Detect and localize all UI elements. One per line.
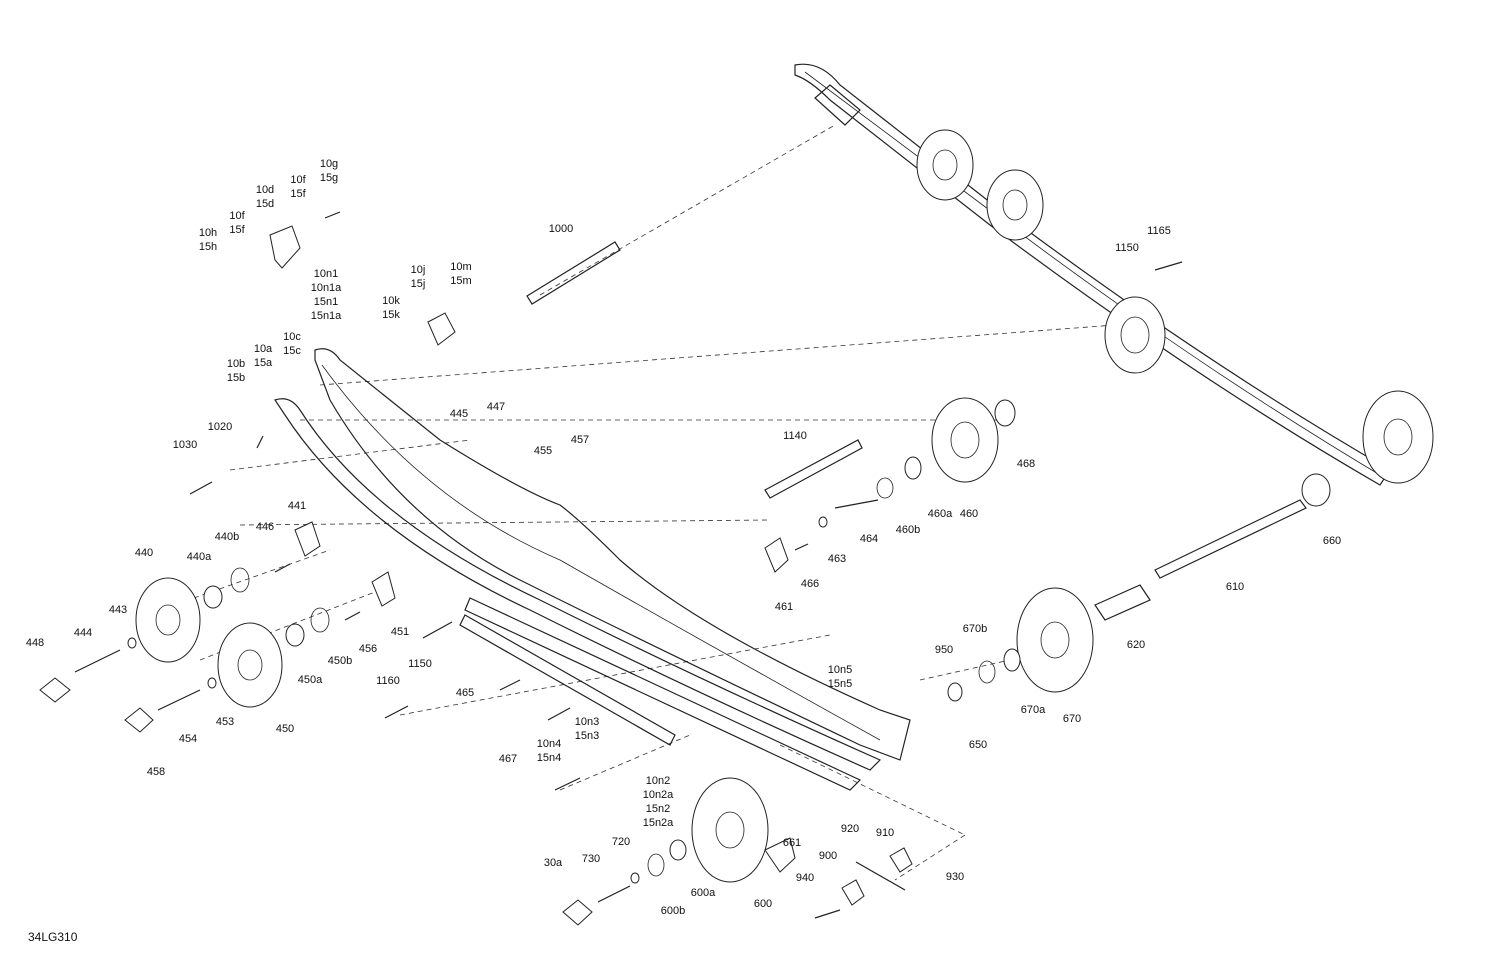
- callout-10m: 10m 15m: [450, 261, 472, 287]
- callout-10n4: 10n4 15n4: [536, 738, 562, 764]
- callout-465: 465: [455, 687, 475, 699]
- callout-450: 450: [275, 723, 295, 735]
- callout-447: 447: [486, 401, 506, 413]
- callout-930: 930: [945, 871, 965, 883]
- callout-670: 670: [1062, 713, 1082, 725]
- callout-441: 441: [287, 500, 307, 512]
- callout-467: 467: [498, 753, 518, 765]
- callout-10j: 10j 15j: [410, 264, 426, 290]
- callout-1030: 1030: [172, 439, 198, 451]
- callout-670b: 670b: [962, 623, 988, 635]
- callout-10n3: 10n3 15n3: [574, 716, 600, 742]
- callout-670a: 670a: [1020, 704, 1046, 716]
- callout-10b: 10b 15b: [226, 358, 246, 384]
- callout-660: 660: [1322, 535, 1342, 547]
- callout-1160: 1160: [376, 675, 400, 687]
- callout-450a: 450a: [297, 674, 323, 686]
- callout-455: 455: [533, 445, 553, 457]
- callout-30a: 30a: [543, 857, 563, 869]
- callout-451: 451: [390, 626, 410, 638]
- callout-650: 650: [968, 739, 988, 751]
- callout-610: 610: [1225, 581, 1245, 593]
- callout-440: 440: [134, 547, 154, 559]
- callout-10n2: 10n2 10n2a 15n2 15n2a: [642, 775, 674, 829]
- callout-440a: 440a: [186, 551, 212, 563]
- callout-1150-upper: 1150: [1115, 242, 1139, 254]
- callout-730: 730: [581, 853, 601, 865]
- callout-461: 461: [774, 601, 794, 613]
- far-wheels: [916, 129, 1434, 484]
- callout-468: 468: [1016, 458, 1036, 470]
- callout-456: 456: [358, 643, 378, 655]
- callout-920: 920: [840, 823, 860, 835]
- callout-620: 620: [1126, 639, 1146, 651]
- callout-10g: 10g 15g: [319, 158, 339, 184]
- callout-458: 458: [146, 766, 166, 778]
- callout-910: 910: [875, 827, 895, 839]
- callout-1140: 1140: [783, 430, 807, 442]
- callout-1165: 1165: [1147, 225, 1171, 237]
- shafts: [526, 241, 1307, 621]
- callout-1020: 1020: [207, 421, 233, 433]
- callout-661: 661: [782, 837, 802, 849]
- callout-720: 720: [611, 836, 631, 848]
- callout-600a: 600a: [690, 887, 716, 899]
- callout-900: 900: [818, 850, 838, 862]
- callout-466: 466: [800, 578, 820, 590]
- callout-457: 457: [570, 434, 590, 446]
- callout-950: 950: [934, 644, 954, 656]
- callout-443: 443: [108, 604, 128, 616]
- callout-10f-upper: 10f 15f: [290, 174, 306, 200]
- callout-600b: 600b: [660, 905, 686, 917]
- callout-450b: 450b: [327, 655, 353, 667]
- bolts: [74, 211, 1183, 919]
- callout-600: 600: [753, 898, 773, 910]
- small-parts: [39, 225, 1331, 926]
- callout-444: 444: [73, 627, 93, 639]
- reference-code: 34LG310: [28, 930, 78, 944]
- callout-463: 463: [827, 553, 847, 565]
- callout-10d: 10d 15d: [255, 184, 275, 210]
- callout-940: 940: [795, 872, 815, 884]
- callout-460b: 460b: [895, 524, 921, 536]
- near-wheels: [135, 397, 1094, 883]
- callout-10n5: 10n5 15n5: [827, 664, 853, 690]
- far-rail: [794, 63, 1391, 486]
- callout-446: 446: [255, 521, 275, 533]
- callout-440b: 440b: [214, 531, 240, 543]
- callout-10f: 10f 15f: [229, 210, 245, 236]
- callout-464: 464: [859, 533, 879, 545]
- callout-448: 448: [25, 637, 45, 649]
- callout-445: 445: [449, 408, 469, 420]
- callout-10a: 10a 15a: [253, 343, 273, 369]
- callout-1150: 1150: [408, 658, 432, 670]
- callout-10k: 10k 15k: [382, 295, 400, 321]
- callout-10h: 10h 15h: [198, 227, 218, 253]
- callout-1000: 1000: [548, 223, 574, 235]
- callout-460a: 460a: [927, 508, 953, 520]
- callout-10n1: 10n1 10n1a 15n1 15n1a: [310, 268, 342, 322]
- callout-10c: 10c 15c: [283, 331, 301, 357]
- callout-454: 454: [178, 733, 198, 745]
- callout-453: 453: [215, 716, 235, 728]
- callout-460: 460: [959, 508, 979, 520]
- near-rail: [274, 348, 911, 791]
